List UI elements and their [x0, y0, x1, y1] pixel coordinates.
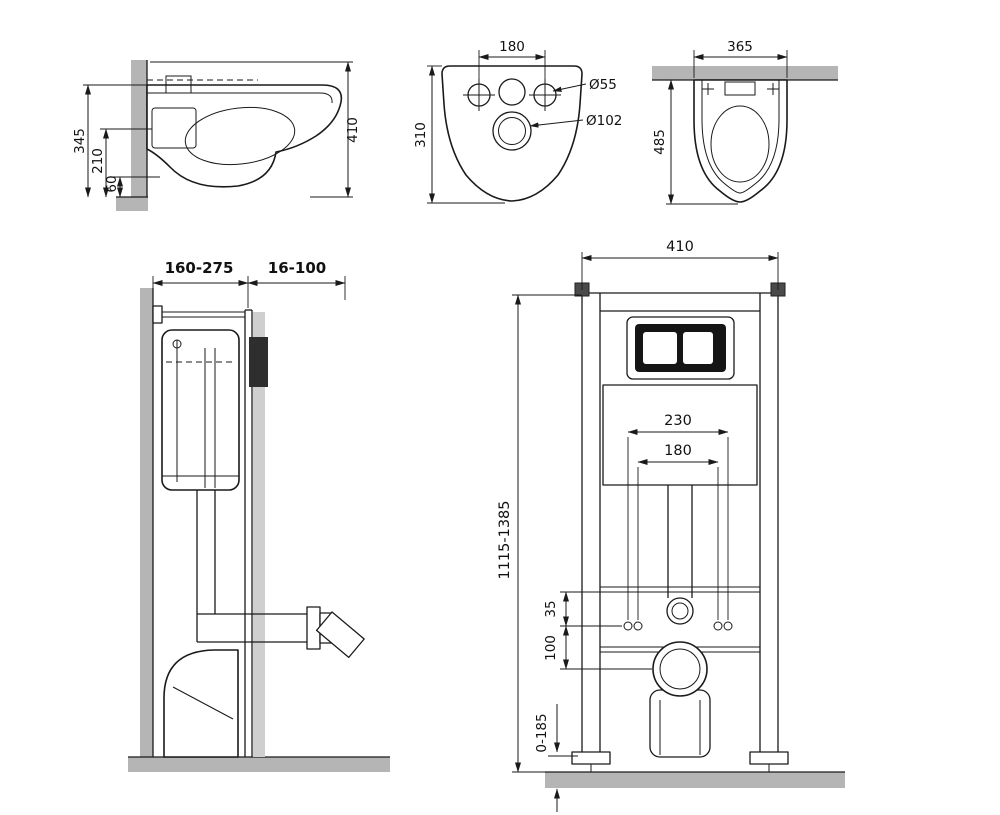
floor-section	[116, 197, 148, 211]
floor-section-side	[128, 757, 390, 772]
fixing-bolt-inner-right	[713, 621, 723, 631]
side-wall-and-floor	[116, 60, 148, 211]
toilet-side-dimensions: 345 210 60 410	[72, 61, 361, 198]
hinge-center-marks	[702, 83, 779, 95]
dim-label-depth-range: 160-275	[165, 259, 234, 277]
fixing-bolt-outer-right	[723, 621, 733, 631]
dim-label-365: 365	[727, 39, 753, 55]
piping-front	[623, 485, 733, 758]
dim-label-410-frame: 410	[666, 239, 694, 255]
dim-label-100: 100	[543, 635, 559, 661]
fixing-bolt-inner-left	[633, 621, 643, 631]
flush-plate	[626, 316, 735, 380]
toilet-bowl-profile	[146, 84, 343, 188]
frame-front-dimensions: 410 230 180 1115-1385 35 100 0-185	[497, 239, 779, 812]
cistern-tank	[161, 329, 240, 491]
frame-side-dimensions: 160-275 16-100	[152, 259, 346, 308]
dim-label-height-range: 1115-1385	[497, 500, 513, 579]
foot-plate-left	[571, 751, 611, 765]
wall-bracket	[152, 305, 245, 324]
dim-label-410-side: 410	[345, 117, 361, 143]
drain-hole-inner	[498, 117, 526, 145]
frame-rail-side	[244, 309, 268, 757]
dim-label-210: 210	[90, 148, 106, 174]
wall-section	[131, 60, 147, 197]
foot-plate-right	[749, 751, 789, 765]
mounting-holes	[463, 78, 561, 151]
flush-button-large	[643, 332, 677, 364]
frame-side-view: 160-275 16-100	[128, 259, 390, 772]
dim-label-485: 485	[652, 129, 668, 155]
flush-button-small	[683, 332, 713, 364]
frame-front-view: 410 230 180 1115-1385 35 100 0-185	[497, 239, 845, 812]
cistern-side	[161, 329, 240, 491]
flush-pipe-outlet	[666, 597, 694, 625]
cistern-front	[602, 384, 758, 486]
wall-section-top	[652, 66, 838, 80]
dim-label-35: 35	[543, 600, 559, 617]
mounting-detail	[165, 75, 192, 94]
toilet-back-view: 180 Ø55 Ø102 310	[413, 39, 622, 204]
toilet-top-dimensions: 365 485	[652, 39, 788, 205]
fixing-bolt-outer-left	[623, 621, 633, 631]
bowl-opening-top	[710, 105, 770, 183]
dim-label-230: 230	[664, 413, 692, 429]
hinge-plate	[724, 81, 756, 96]
bowl-opening	[184, 106, 296, 166]
floor-drain-elbow	[163, 649, 239, 758]
toilet-side-geometry	[146, 75, 343, 188]
toilet-side-view: 345 210 60 410	[72, 60, 361, 211]
angled-pipe-stub	[315, 611, 365, 659]
dim-label-finish-range: 16-100	[268, 259, 326, 277]
drain-outlet-outer	[652, 641, 708, 697]
dim-label-d102: Ø102	[586, 113, 622, 129]
dim-label-345: 345	[72, 128, 88, 154]
wall-finish-strip	[253, 312, 265, 757]
dim-label-floor-range: 0-185	[534, 713, 550, 752]
dim-label-d55: Ø55	[589, 77, 617, 93]
drain-outlet-inner	[659, 648, 701, 690]
dim-label-60: 60	[104, 175, 120, 192]
dim-label-180-back: 180	[499, 39, 525, 55]
dim-label-310: 310	[413, 122, 429, 148]
flush-bend-block	[249, 337, 268, 387]
dim-label-180-frame: 180	[664, 443, 692, 459]
outlet-opening	[151, 107, 197, 149]
toilet-back-dimensions: 180 Ø55 Ø102 310	[413, 39, 622, 204]
piping-side	[163, 490, 365, 758]
inlet-hole	[498, 78, 526, 106]
toilet-top-view: 365 485	[652, 39, 838, 205]
drain-bend-front	[649, 689, 711, 758]
seat-inner-line	[701, 79, 780, 194]
toilet-top-outline	[693, 79, 788, 203]
floor-section-front	[545, 772, 845, 788]
wall-section-side	[140, 288, 153, 757]
